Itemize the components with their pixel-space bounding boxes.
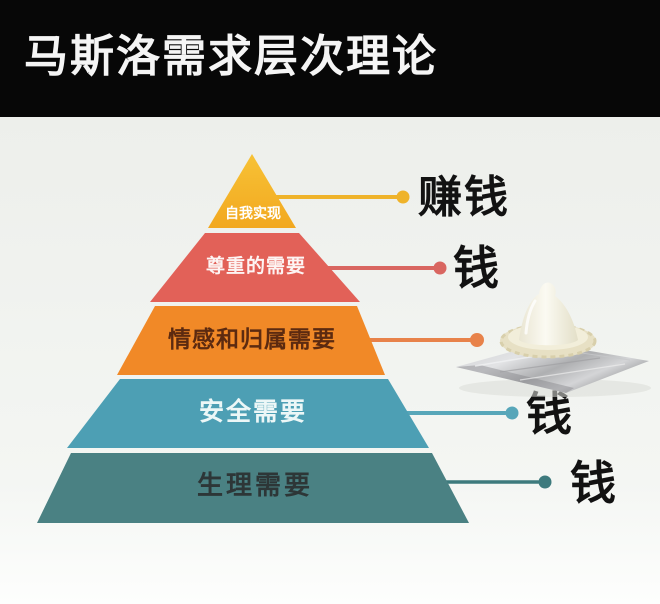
annotation-5: 钱 (570, 457, 616, 509)
level-3-label: 情感和归属需要 (168, 326, 336, 352)
condom-on-foil-wrapper-photo (456, 282, 651, 397)
leader-dot-1 (396, 190, 410, 204)
leader-lines (272, 190, 552, 489)
level-1-label: 自我实现 (225, 205, 281, 221)
pyramid-level-1-self-actualization (208, 154, 296, 228)
leader-dot-5 (538, 475, 552, 489)
leader-dot-3 (470, 333, 484, 347)
pyramid-level-3-love-belonging (117, 306, 385, 375)
level-2-label: 尊重的需要 (206, 254, 306, 277)
page-title: 马斯洛需求层次理论 (24, 32, 438, 81)
level-4-label: 安全需要 (199, 397, 307, 426)
pyramid-level-4-safety (67, 379, 429, 448)
annotation-2: 钱 (453, 242, 499, 294)
leader-dot-2 (433, 261, 447, 275)
pyramid-level-5-physiological (37, 453, 469, 523)
pyramid-level-2-esteem (150, 233, 360, 302)
leader-dot-4 (505, 406, 519, 420)
level-5-label: 生理需要 (197, 470, 313, 500)
pyramid (37, 154, 469, 523)
pyramid-labels: 自我实现 尊重的需要 情感和归属需要 安全需要 生理需要 (168, 205, 336, 500)
header-band (0, 0, 660, 117)
annotation-1: 赚钱 (418, 173, 510, 222)
